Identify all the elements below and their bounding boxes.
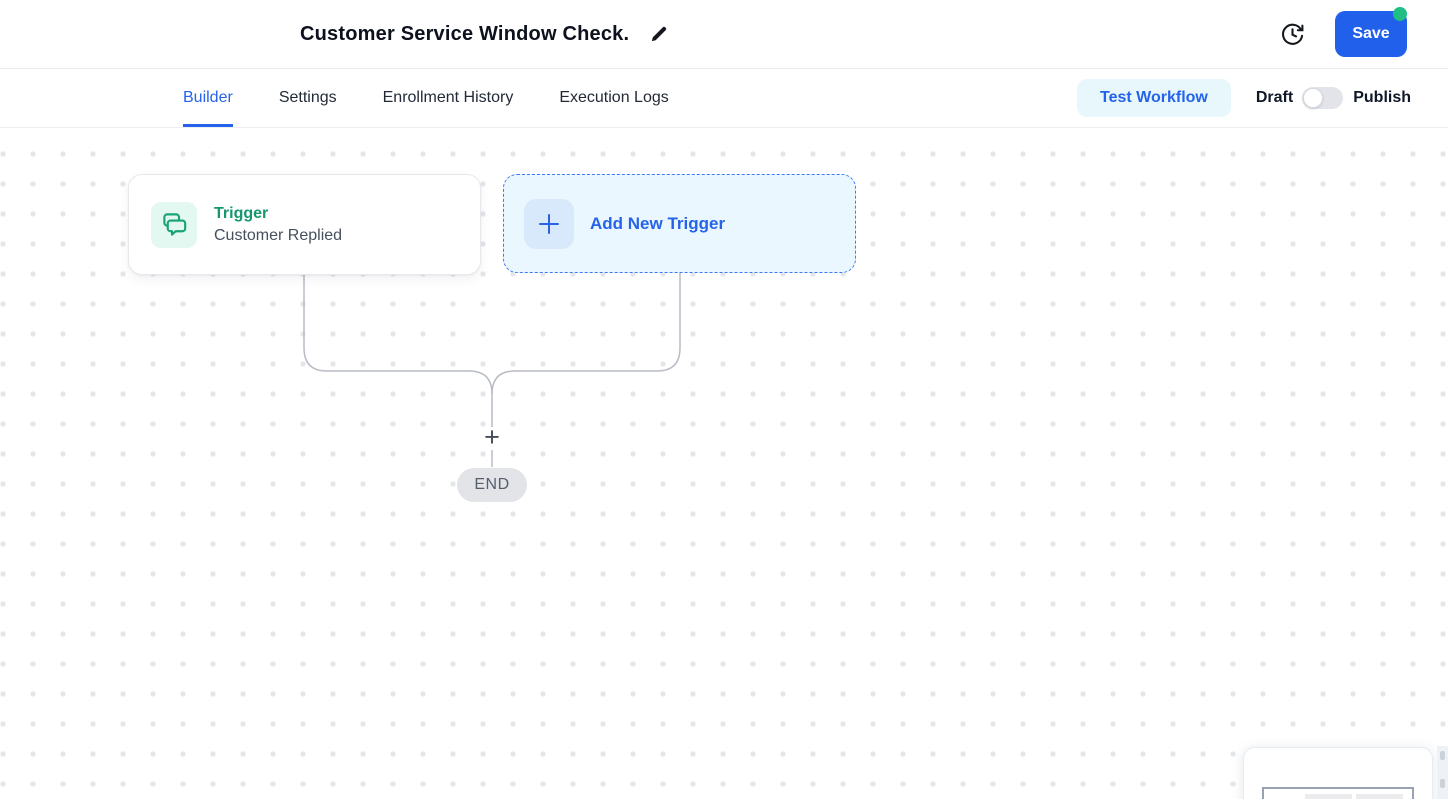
add-new-trigger-button[interactable]: Add New Trigger	[503, 174, 856, 273]
tab-builder[interactable]: Builder	[183, 69, 233, 127]
add-new-trigger-label: Add New Trigger	[590, 213, 726, 233]
plus-icon-box	[524, 198, 574, 249]
trigger-node-subtitle: Customer Replied	[214, 226, 343, 244]
trigger-node-texts: Trigger Customer Replied	[214, 205, 342, 245]
pencil-icon	[649, 25, 668, 44]
trigger-node[interactable]: Trigger Customer Replied	[128, 174, 481, 275]
minimap[interactable]	[1243, 747, 1433, 799]
publish-toggle[interactable]	[1302, 87, 1344, 109]
test-workflow-button[interactable]: Test Workflow	[1077, 79, 1231, 117]
scrollbar-thumb[interactable]	[1440, 779, 1445, 788]
minimap-viewport[interactable]	[1262, 787, 1414, 799]
end-node: END	[457, 468, 527, 502]
trigger-node-title: Trigger	[214, 204, 269, 222]
unsaved-changes-badge	[1393, 7, 1407, 21]
minimap-node	[1305, 794, 1352, 799]
workflow-canvas[interactable]: Trigger Customer Replied Add New Trigger…	[0, 128, 1448, 799]
workflow-title-group: Customer Service Window Check.	[300, 0, 668, 68]
add-step-button[interactable]: +	[479, 424, 505, 451]
publish-label: Publish	[1353, 89, 1411, 106]
header-actions: Save	[1280, 0, 1407, 68]
scrollbar-thumb[interactable]	[1440, 751, 1445, 760]
app-header: Customer Service Window Check. Save	[0, 0, 1448, 69]
version-history-button[interactable]	[1280, 22, 1305, 47]
save-button-label: Save	[1352, 25, 1390, 42]
tab-execution-logs[interactable]: Execution Logs	[559, 89, 669, 106]
tab-settings[interactable]: Settings	[278, 89, 337, 106]
tab-enrollment-history[interactable]: Enrollment History	[382, 89, 514, 106]
save-button[interactable]: Save	[1335, 7, 1407, 57]
chat-bubbles-icon	[161, 211, 188, 238]
draft-label: Draft	[1255, 89, 1294, 106]
workflow-tabbar: Builder Settings Enrollment History Exec…	[0, 69, 1448, 128]
scrollbar[interactable]	[1437, 746, 1448, 799]
publish-toggle-knob	[1303, 88, 1324, 108]
tabbar-actions: Test Workflow Draft Publish	[1077, 69, 1411, 127]
history-icon	[1280, 22, 1305, 47]
trigger-icon-box	[151, 201, 197, 248]
plus-icon	[537, 212, 561, 236]
minimap-node	[1356, 794, 1403, 799]
workflow-title: Customer Service Window Check.	[300, 22, 630, 45]
edit-title-button[interactable]	[649, 25, 668, 44]
